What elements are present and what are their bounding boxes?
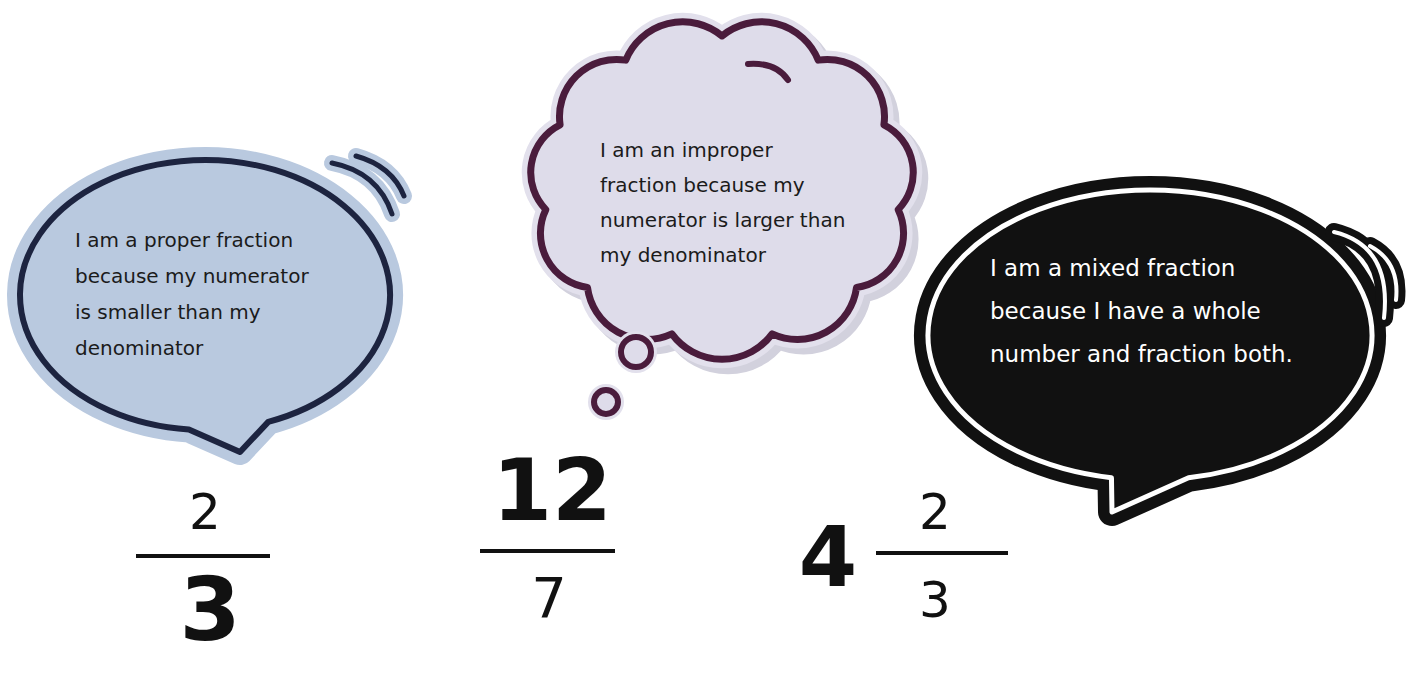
thought-dot-halo — [615, 331, 657, 373]
bubble-border — [928, 190, 1372, 512]
bubble-text-area: I am a proper fraction because my numera… — [75, 222, 325, 366]
bubble-accent — [1334, 232, 1385, 318]
fraction-bar — [136, 554, 270, 558]
thought-cloud — [531, 22, 914, 359]
bubble-text: I am a proper fraction because my numera… — [75, 222, 325, 366]
thought-dot — [621, 337, 651, 367]
fraction-digit: 2 — [919, 487, 951, 537]
cloud-accent — [748, 64, 788, 80]
bubble-halo — [20, 160, 390, 452]
bubble-accent — [1370, 246, 1396, 300]
speech-bubble — [928, 190, 1372, 512]
thought-dot — [594, 390, 618, 414]
bubble-accent — [356, 156, 404, 196]
bubble-text-area: I am a mixed fraction because I have a w… — [990, 247, 1320, 376]
fraction-digit: 3 — [179, 566, 240, 654]
cloud-halo — [531, 22, 914, 359]
bubble-text-area: I am an improper fraction because my num… — [600, 133, 850, 273]
speech-bubble — [20, 160, 390, 452]
speech-bubble: I am a proper fraction because my numera… — [0, 140, 430, 470]
fraction-digit: 4 — [799, 515, 857, 599]
fraction-bar — [480, 549, 615, 553]
fraction-digit: 7 — [531, 570, 567, 626]
speech-bubble: I am a mixed fraction because I have a w… — [900, 170, 1415, 530]
bubble-text: I am a mixed fraction because I have a w… — [990, 247, 1320, 376]
fraction-digit: 3 — [919, 575, 951, 625]
fraction-digit: 2 — [189, 487, 221, 537]
fraction-digit: 12 — [492, 447, 612, 533]
thought-dot-halo — [588, 384, 624, 420]
fraction-bar — [876, 551, 1008, 555]
bubble-text: I am an improper fraction because my num… — [600, 133, 850, 273]
thought-bubble: I am an improper fraction because my num… — [515, 10, 935, 430]
